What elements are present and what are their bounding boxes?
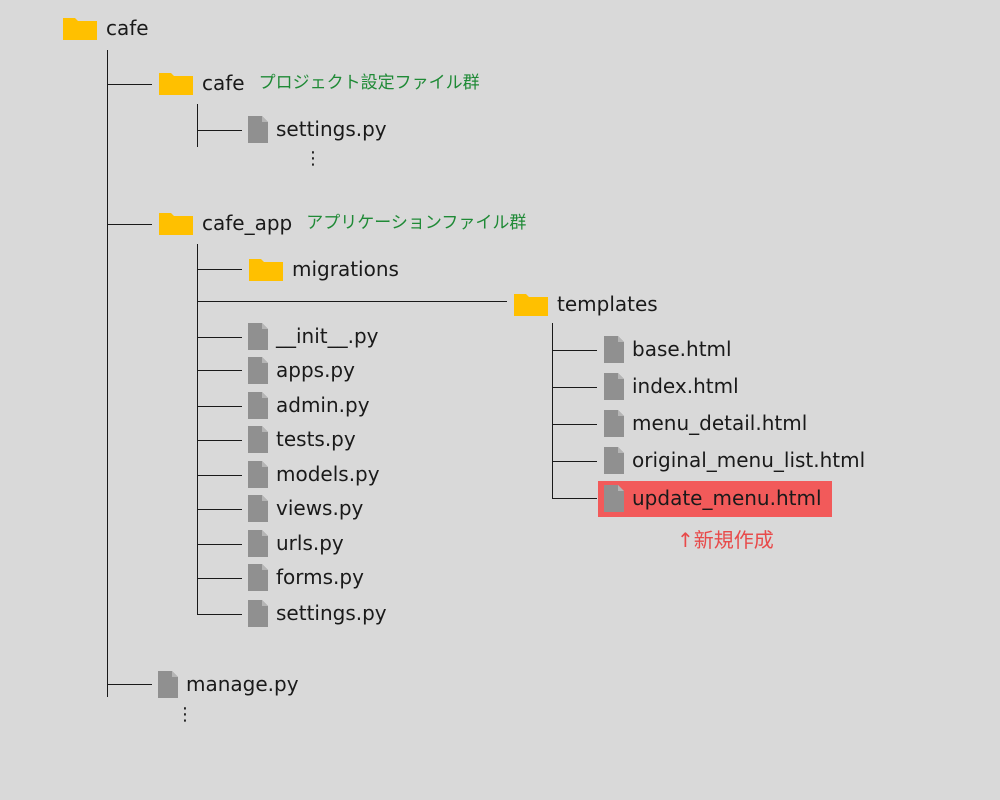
file-label: index.html [632, 374, 739, 398]
file-item[interactable]: urls.py [248, 527, 344, 559]
file-icon [604, 484, 624, 512]
file-icon [604, 446, 624, 474]
tree-line [552, 323, 553, 499]
template-file[interactable]: base.html [604, 333, 732, 365]
file-item[interactable]: forms.py [248, 561, 364, 593]
file-label: models.py [276, 462, 380, 486]
tree-line [107, 684, 152, 685]
file-label: settings.py [276, 117, 387, 141]
tree-line [552, 498, 597, 499]
folder-note: プロジェクト設定ファイル群 [258, 73, 480, 93]
cafe-app-folder[interactable]: cafe_app アプリケーションファイル群 [158, 207, 526, 239]
file-label: forms.py [276, 565, 364, 589]
file-icon [248, 425, 268, 453]
tree-line [197, 104, 198, 147]
file-label: original_menu_list.html [632, 448, 866, 472]
template-file[interactable]: menu_detail.html [604, 407, 807, 439]
tree-line [552, 424, 597, 425]
file-item[interactable]: admin.py [248, 389, 370, 421]
file-item[interactable]: apps.py [248, 354, 355, 386]
file-item[interactable]: views.py [248, 492, 363, 524]
folder-icon [514, 294, 548, 316]
folder-label: migrations [292, 257, 399, 281]
file-label: settings.py [276, 601, 387, 625]
file-item[interactable]: tests.py [248, 423, 356, 455]
file-label: apps.py [276, 358, 355, 382]
tree-line [197, 544, 242, 545]
file-label: update_menu.html [632, 486, 822, 510]
tree-line [107, 84, 152, 85]
file-label: __init__.py [276, 324, 379, 348]
file-item[interactable]: settings.py [248, 113, 387, 145]
file-icon [604, 372, 624, 400]
tree-line [197, 578, 242, 579]
template-file[interactable]: index.html [604, 370, 739, 402]
tree-line [197, 406, 242, 407]
template-file[interactable]: original_menu_list.html [604, 444, 865, 476]
file-label: menu_detail.html [632, 411, 808, 435]
file-icon [248, 322, 268, 350]
tree-line [197, 130, 242, 131]
file-icon [248, 391, 268, 419]
file-item[interactable]: settings.py [248, 597, 387, 629]
folder-label: cafe [106, 16, 149, 40]
file-icon [604, 409, 624, 437]
tree-line [197, 301, 507, 302]
new-template-file[interactable]: update_menu.html [604, 482, 822, 514]
tree-line [197, 370, 242, 371]
file-label: admin.py [276, 393, 370, 417]
tree-line [197, 244, 198, 615]
file-item[interactable]: models.py [248, 458, 380, 490]
tree-line [552, 350, 597, 351]
tree-line [197, 614, 242, 615]
folder-note: アプリケーションファイル群 [306, 213, 527, 233]
file-icon [248, 356, 268, 384]
migrations-folder[interactable]: migrations [248, 253, 399, 285]
more-ellipsis: ⋮ [176, 704, 194, 725]
file-icon [248, 460, 268, 488]
tree-line [107, 50, 108, 697]
tree-line [552, 387, 597, 388]
folder-label: cafe_app [202, 211, 293, 235]
tree-line [552, 461, 597, 462]
file-item[interactable]: __init__.py [248, 320, 379, 352]
new-file-highlight [598, 481, 832, 517]
file-label: tests.py [276, 427, 356, 451]
file-label: urls.py [276, 531, 344, 555]
manage-file[interactable]: manage.py [158, 668, 299, 700]
file-icon [604, 335, 624, 363]
root-folder[interactable]: cafe [62, 12, 149, 44]
file-icon [248, 494, 268, 522]
file-label: manage.py [186, 672, 299, 696]
file-label: base.html [632, 337, 732, 361]
tree-line [197, 337, 242, 338]
tree-line [197, 509, 242, 510]
templates-folder[interactable]: templates [513, 288, 658, 320]
file-icon [248, 529, 268, 557]
file-icon [248, 563, 268, 591]
folder-icon [159, 73, 193, 95]
tree-line [197, 475, 242, 476]
tree-line [197, 440, 242, 441]
file-icon [248, 115, 268, 143]
tree-line [197, 269, 242, 270]
file-icon [158, 670, 178, 698]
folder-icon [159, 213, 193, 235]
folder-label: templates [557, 292, 658, 316]
more-ellipsis: ⋮ [304, 148, 322, 169]
folder-label: cafe [202, 71, 245, 95]
file-label: views.py [276, 496, 364, 520]
file-icon [248, 599, 268, 627]
folder-icon [63, 18, 97, 40]
tree-line [107, 224, 152, 225]
cafe-project-folder[interactable]: cafe プロジェクト設定ファイル群 [158, 67, 480, 99]
new-file-note: ↑新規作成 [677, 528, 774, 552]
folder-icon [249, 259, 283, 281]
